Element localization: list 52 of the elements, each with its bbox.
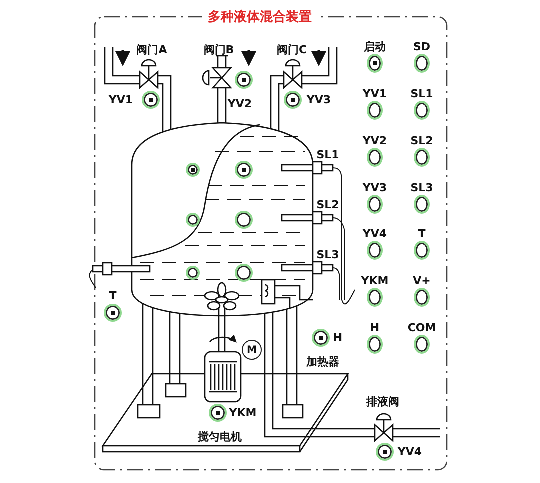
terminal-label: H bbox=[370, 322, 380, 334]
part-label: 排液阀 bbox=[366, 396, 400, 408]
terminal-socket bbox=[367, 54, 383, 72]
terminal-socket bbox=[367, 240, 383, 260]
title: 多种液体混合装置 bbox=[202, 8, 318, 26]
terminal-label: V+ bbox=[413, 276, 431, 286]
terminal-label: YKM bbox=[229, 408, 257, 418]
terminal-label: YV2 bbox=[228, 98, 252, 110]
terminal-socket bbox=[142, 91, 160, 109]
terminal-socket bbox=[235, 71, 253, 89]
terminal-socket bbox=[367, 148, 383, 166]
part-label: 加热器 bbox=[306, 356, 340, 368]
terminal-label: SL1 bbox=[410, 88, 434, 100]
part-label: 搅匀电机 bbox=[198, 432, 242, 442]
terminal-socket bbox=[367, 334, 383, 354]
terminal-label: YKM bbox=[361, 276, 389, 286]
part-label: SL1 bbox=[316, 150, 340, 160]
terminal-socket bbox=[414, 194, 430, 214]
terminal-label: YV1 bbox=[362, 88, 388, 100]
motor-symbol: M bbox=[242, 340, 262, 360]
terminal-socket bbox=[414, 148, 430, 166]
part-label: SL2 bbox=[316, 200, 340, 210]
part-label: 阀门A bbox=[136, 44, 168, 56]
terminal-label: YV3 bbox=[362, 182, 388, 194]
terminal-label: YV2 bbox=[362, 136, 388, 146]
terminal-socket bbox=[414, 288, 430, 306]
terminal-label: T bbox=[109, 290, 117, 302]
terminal-label: 启动 bbox=[364, 42, 386, 52]
part-label: 阀门C bbox=[276, 44, 308, 56]
terminal-label: YV4 bbox=[362, 228, 388, 240]
terminal-label: YV1 bbox=[108, 94, 134, 106]
terminal-label: H bbox=[333, 332, 343, 344]
terminal-label: SL2 bbox=[410, 136, 434, 146]
terminal-socket bbox=[367, 194, 383, 214]
terminal-label: YV3 bbox=[306, 94, 332, 106]
terminal-label: SL3 bbox=[410, 182, 434, 194]
part-label: SL3 bbox=[316, 250, 340, 260]
terminal-socket bbox=[367, 100, 383, 120]
terminal-socket bbox=[414, 240, 430, 260]
terminal-socket bbox=[312, 329, 330, 347]
terminal-socket bbox=[104, 304, 122, 322]
terminal-socket bbox=[376, 443, 394, 461]
terminal-label: T bbox=[418, 228, 426, 240]
terminal-socket bbox=[414, 100, 430, 120]
terminal-label: SD bbox=[413, 42, 431, 52]
part-label: 阀门B bbox=[204, 44, 234, 56]
terminal-socket bbox=[284, 91, 302, 109]
terminal-label: YV4 bbox=[398, 446, 422, 458]
terminal-label: COM bbox=[408, 322, 436, 334]
terminal-socket bbox=[414, 54, 430, 72]
terminal-socket bbox=[414, 334, 430, 354]
terminal-socket bbox=[367, 288, 383, 306]
